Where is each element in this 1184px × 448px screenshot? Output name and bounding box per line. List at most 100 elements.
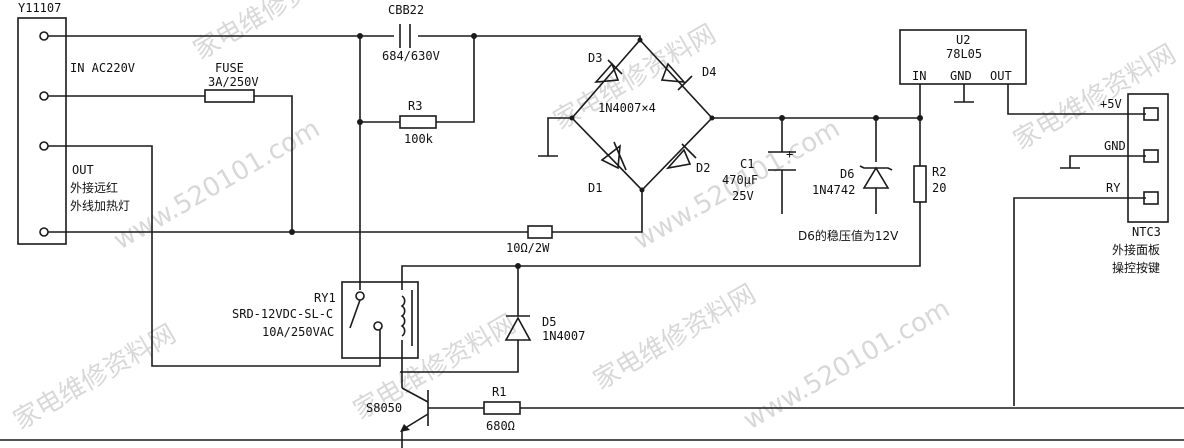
pin-label-ry: RY <box>1106 181 1121 195</box>
terminal-2 <box>39 91 49 101</box>
regulator-part: 78L05 <box>946 47 982 61</box>
watermark-text: 家电维修资料网 <box>189 0 362 66</box>
watermark-text: 家电维修资料网 <box>589 279 762 396</box>
regulator-body <box>899 29 1027 85</box>
diode-d2 <box>665 148 692 170</box>
regulator-pin-in: IN <box>912 69 926 83</box>
connector-note-line-2: 操控按键 <box>1112 260 1160 275</box>
capacitor-voltage: 25V <box>732 189 754 203</box>
wire <box>547 117 572 156</box>
wire <box>400 340 519 373</box>
transistor-s8050: S8050 <box>366 387 429 448</box>
diode-ref: D4 <box>702 65 716 79</box>
capacitor-c1: + C1 470μF 25V <box>722 147 796 203</box>
relay-rating: 10A/250VAC <box>262 325 334 339</box>
terminal-5v <box>1143 107 1159 121</box>
resistor-value: 20 <box>932 181 946 195</box>
fuse-body <box>204 89 255 103</box>
junction-dot <box>471 33 477 39</box>
diode-d2-bar <box>681 143 697 159</box>
diode-d1-bar <box>613 141 627 171</box>
capacitor-polarity: + <box>786 147 793 161</box>
junction-dot <box>515 263 521 269</box>
connector-ref: Y11107 <box>18 1 61 15</box>
regulator-ref: U2 <box>956 33 970 47</box>
bridge-part: 1N4007×4 <box>598 101 656 115</box>
watermark-text: www.520101.com <box>739 294 956 436</box>
diode-d3 <box>594 62 620 83</box>
terminal-gnd <box>1143 149 1159 163</box>
diode-part: 1N4007 <box>542 329 585 343</box>
diode-d1 <box>600 144 621 170</box>
diode-ref: D2 <box>696 161 710 175</box>
zener-bar <box>859 165 893 171</box>
bridge-rectifier: D3 D4 D1 D2 1N4007×4 <box>570 39 716 195</box>
junction-dot <box>357 33 363 39</box>
wire <box>1013 197 1146 406</box>
capacitor-ref: CBB22 <box>388 3 424 17</box>
terminal-1 <box>39 31 49 41</box>
resistor-value: 10Ω/2W <box>506 241 550 255</box>
relay-part: SRD-12VDC-SL-C <box>232 307 333 321</box>
wire <box>401 202 921 290</box>
resistor-body <box>399 115 437 129</box>
relay-ry1: RY1 SRD-12VDC-SL-C 10A/250VAC <box>232 281 419 359</box>
capacitor-gap <box>394 24 418 48</box>
resistor-value: 100k <box>404 132 434 146</box>
resistor-ref: R3 <box>408 99 422 113</box>
zener-ref: D6 <box>840 167 854 181</box>
wire <box>436 36 475 123</box>
connector-body <box>17 17 67 245</box>
in-label: IN AC220V <box>70 61 135 75</box>
resistor-r1: R1 680Ω <box>483 385 521 433</box>
capacitor-cbb22: CBB22 684/630V <box>382 3 440 63</box>
out-note-line-2: 外线加热灯 <box>70 199 130 213</box>
capacitor-value: 684/630V <box>382 49 440 63</box>
regulator-u2: U2 78L05 IN GND OUT <box>899 29 1027 85</box>
zener-triangle <box>862 166 890 189</box>
relay-switch-arm <box>349 299 361 329</box>
wire <box>1007 84 1146 115</box>
diode-ref: D5 <box>542 315 556 329</box>
pin-label-gnd: GND <box>1104 139 1126 153</box>
bridge-outline <box>570 39 714 192</box>
d6-note: D6的稳压值为12V <box>798 228 899 243</box>
diode-ref: D3 <box>588 51 602 65</box>
diode-triangle <box>504 316 532 341</box>
diode-d4-bar <box>677 75 693 91</box>
pin-label-5v: +5V <box>1100 97 1122 111</box>
capacitor-ref: C1 <box>740 157 754 171</box>
zener-part: 1N4742 <box>812 183 855 197</box>
connector-note-line-1: 外接面板 <box>1112 242 1160 257</box>
regulator-pin-out: OUT <box>990 69 1012 83</box>
diode-d3-bar <box>607 59 623 75</box>
junction-dot <box>917 115 923 121</box>
watermarks: 家电维修资料网 www.520101.com 家电维修资料网 www.52010… <box>9 0 1182 436</box>
out-note-line-1: 外接远红 <box>70 180 118 195</box>
resistor-body <box>483 401 521 415</box>
relay-contact-com <box>355 291 365 301</box>
resistor-ref: R2 <box>932 165 946 179</box>
wire <box>552 190 643 233</box>
junction-dot <box>873 115 879 121</box>
terminal-ry <box>1143 191 1159 205</box>
capacitor-value: 470μF <box>722 173 758 187</box>
wire <box>48 145 381 367</box>
resistor-body <box>527 225 553 239</box>
watermark-text: 家电维修资料网 <box>9 319 182 436</box>
junction-dot <box>289 229 295 235</box>
transistor-part: S8050 <box>366 401 402 415</box>
connector-y11107: Y11107 IN AC220V OUT 外接远红 外线加热灯 <box>17 1 135 245</box>
watermark-text: 家电维修资料网 <box>1009 39 1182 156</box>
relay-ref: RY1 <box>314 291 336 305</box>
out-label: OUT <box>72 163 94 177</box>
diode-ref: D1 <box>588 181 602 195</box>
terminal-3 <box>39 141 49 151</box>
connector-body <box>1127 93 1169 223</box>
relay-contact-no <box>373 321 383 331</box>
connector-ntc3: +5V GND RY NTC3 外接面板 操控按键 <box>1100 93 1169 275</box>
connector-ref: NTC3 <box>1132 225 1161 239</box>
diode-d4 <box>660 62 686 83</box>
